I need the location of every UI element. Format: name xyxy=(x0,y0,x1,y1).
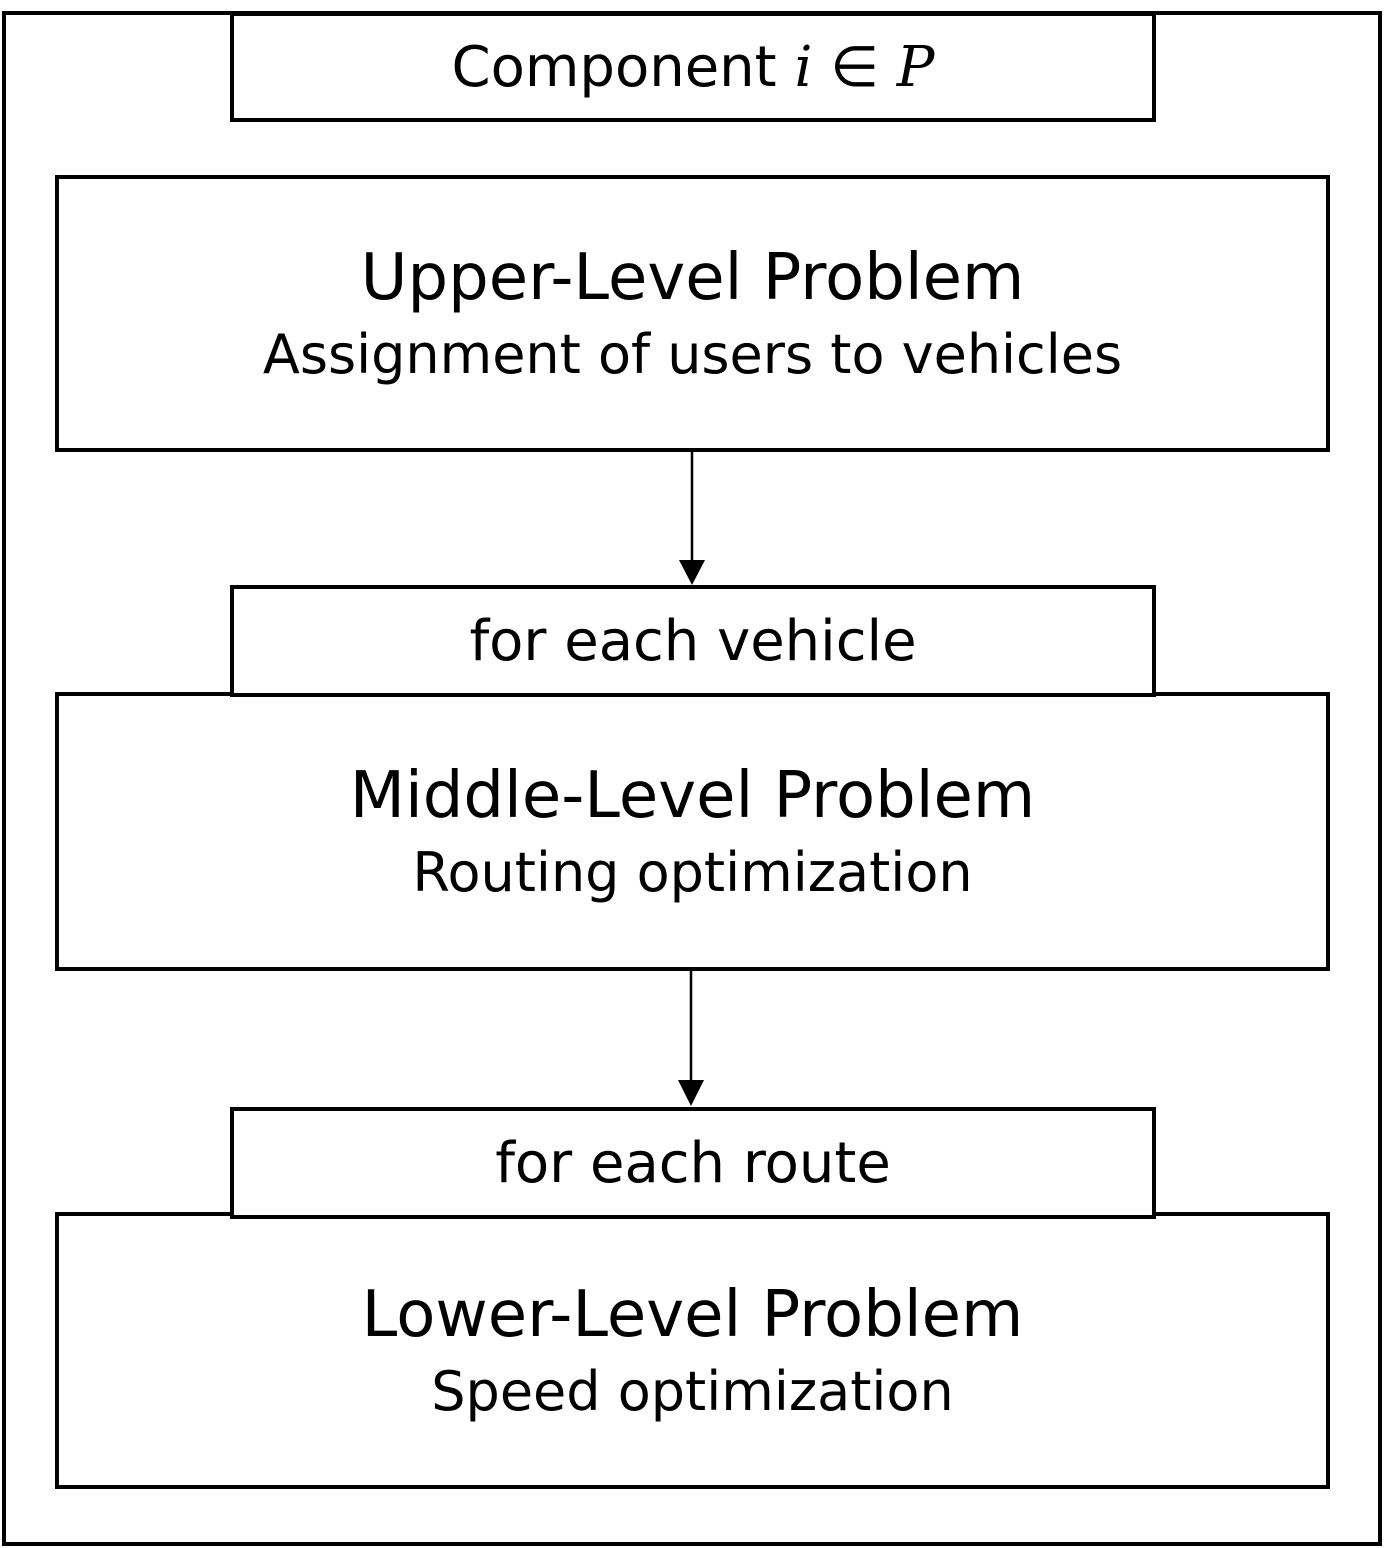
lower-level-box: Lower-Level Problem Speed optimization xyxy=(55,1212,1330,1489)
component-header-text: Component i ∈ P xyxy=(452,35,935,100)
arrow-upper-to-middle xyxy=(679,452,705,585)
upper-level-title: Upper-Level Problem xyxy=(360,240,1025,315)
loop-label-vehicle-text: for each vehicle xyxy=(469,608,917,674)
component-header: Component i ∈ P xyxy=(230,12,1156,122)
middle-level-subtitle: Routing optimization xyxy=(412,841,973,904)
component-var-p: P xyxy=(896,34,935,100)
arrow-middle-to-lower xyxy=(678,971,704,1106)
lower-level-title: Lower-Level Problem xyxy=(361,1277,1024,1352)
component-label: Component xyxy=(451,34,777,100)
lower-level-subtitle: Speed optimization xyxy=(431,1360,954,1423)
middle-level-title: Middle-Level Problem xyxy=(349,758,1036,833)
loop-label-vehicle: for each vehicle xyxy=(230,585,1156,697)
component-var-i: i xyxy=(794,34,813,100)
element-of-symbol: ∈ xyxy=(830,34,879,100)
upper-level-subtitle: Assignment of users to vehicles xyxy=(262,323,1123,386)
middle-level-box: Middle-Level Problem Routing optimizatio… xyxy=(55,692,1330,971)
upper-level-box: Upper-Level Problem Assignment of users … xyxy=(55,175,1330,452)
loop-label-route: for each route xyxy=(230,1107,1156,1219)
loop-label-route-text: for each route xyxy=(495,1130,891,1196)
